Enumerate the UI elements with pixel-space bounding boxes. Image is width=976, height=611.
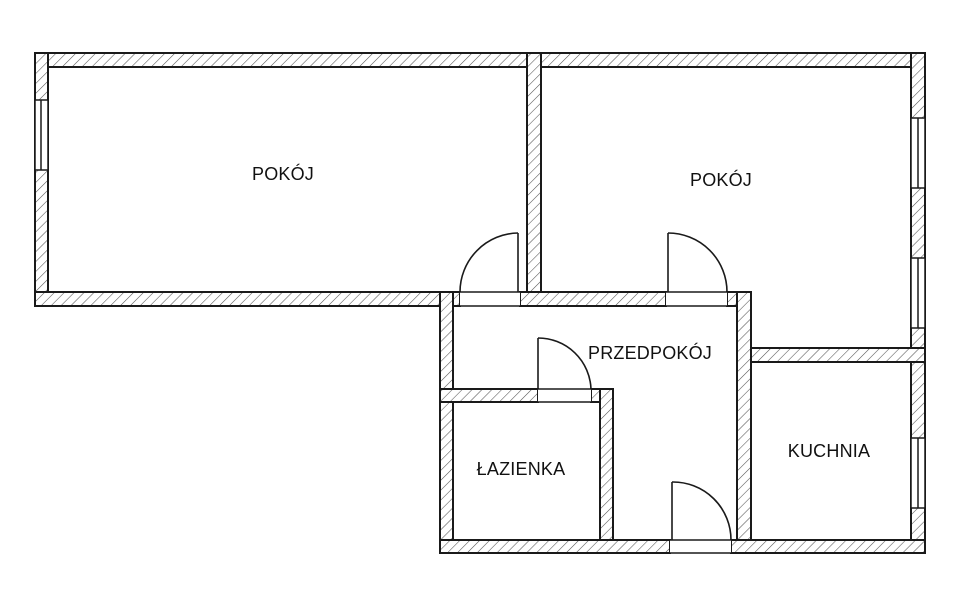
outer-wall-bottom-left: [439, 539, 671, 554]
label-room1: POKÓJ: [252, 163, 314, 184]
wall-partition-rooms: [526, 52, 542, 294]
label-kitchen: KUCHNIA: [788, 441, 870, 461]
wall-room1-bottom: [34, 291, 461, 307]
wall-bathroom-right: [599, 388, 614, 554]
doors: [459, 232, 732, 554]
door-room2: [666, 232, 728, 307]
wall-kitchen-top: [736, 347, 926, 363]
door-bathroom: [537, 337, 592, 403]
room-labels: POKÓJ POKÓJ PRZEDPOKÓJ ŁAZIENKA KUCHNIA: [252, 163, 870, 479]
wall-hall-left: [439, 291, 454, 554]
wall-bathroom-top-left: [439, 388, 539, 403]
door-entrance: [670, 481, 732, 554]
windows: [34, 99, 926, 509]
wall-room2-bottom-left: [519, 291, 667, 307]
outer-wall-bottom-right: [730, 539, 926, 554]
wall-hall-kitchen: [736, 291, 752, 554]
label-room2: POKÓJ: [690, 169, 752, 190]
outer-wall-left: [34, 52, 49, 307]
label-bathroom: ŁAZIENKA: [477, 459, 566, 479]
label-hall: PRZEDPOKÓJ: [588, 342, 712, 363]
outer-wall-top: [34, 52, 926, 68]
door-room1: [459, 232, 520, 307]
